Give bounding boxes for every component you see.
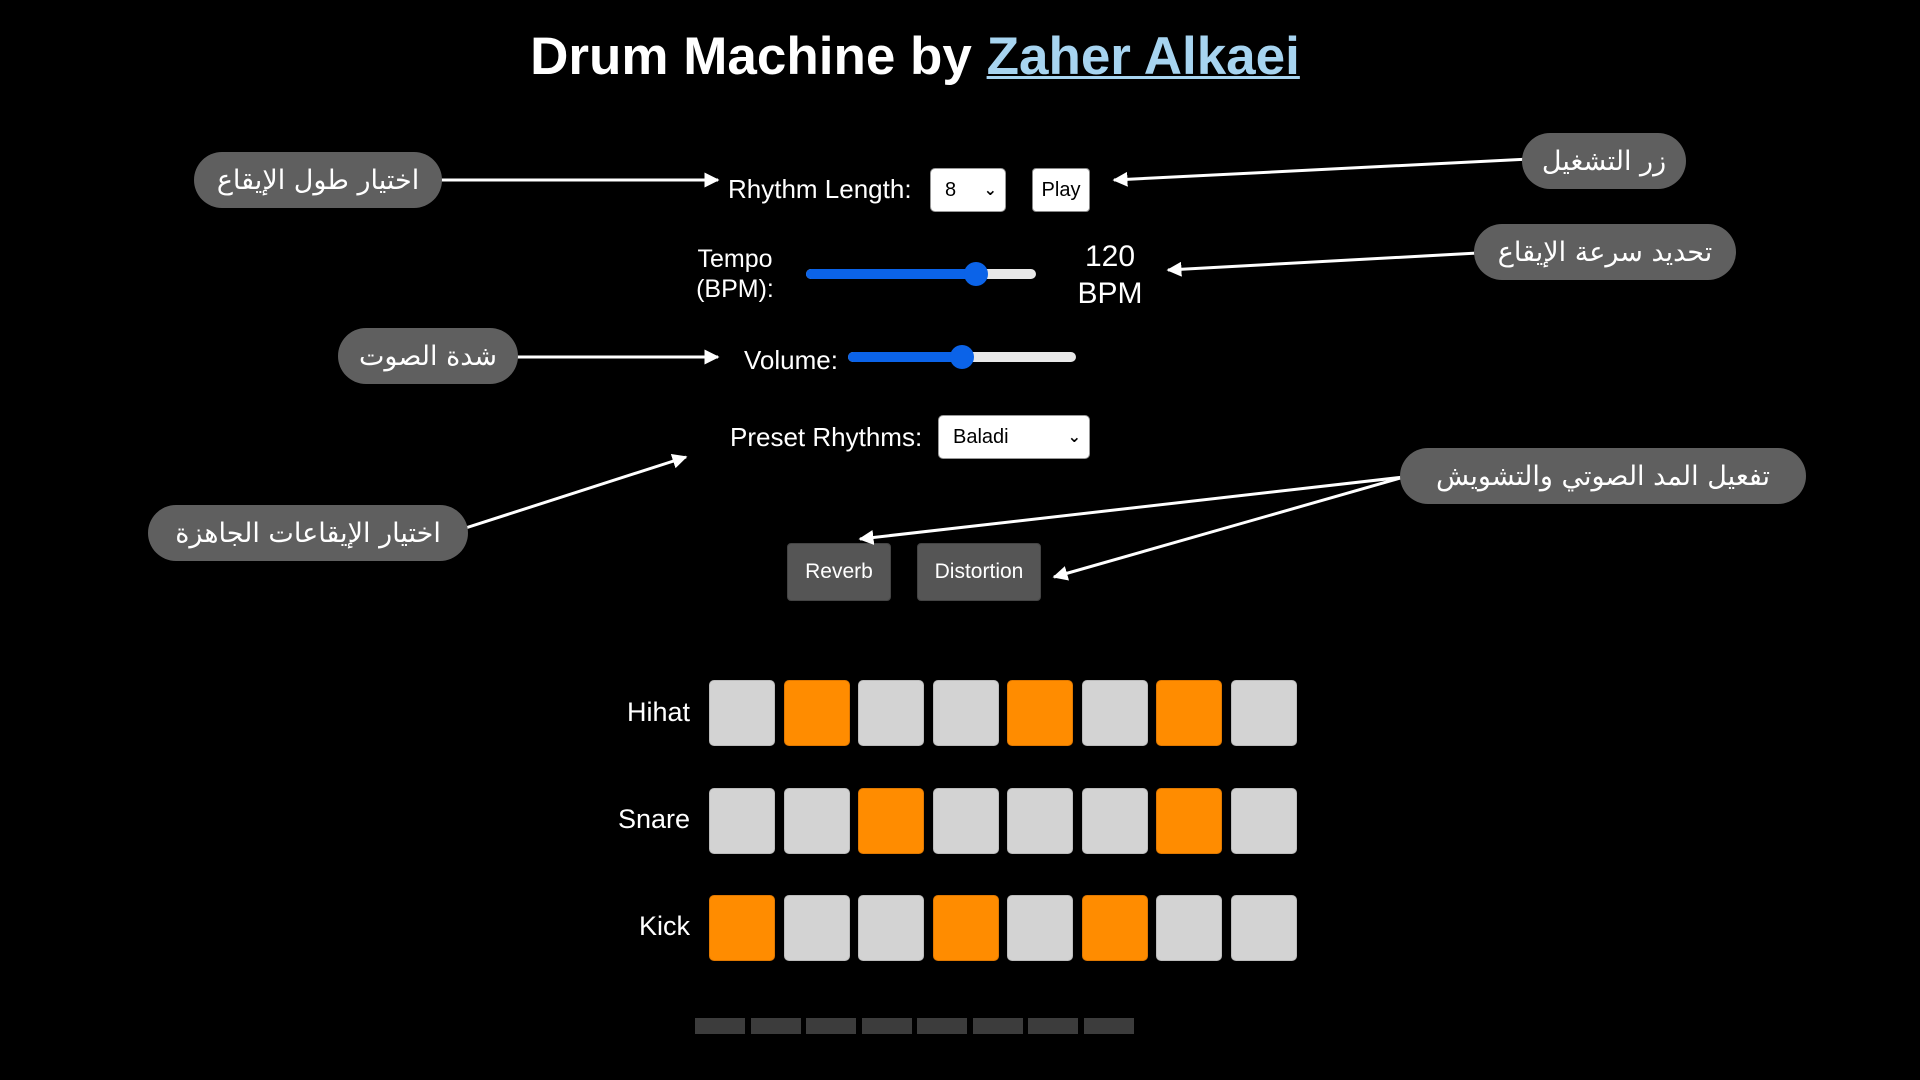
title-text: Drum Machine by (530, 27, 987, 86)
rhythm-length-select[interactable]: 8 ⌄ (930, 168, 1006, 212)
step-pad-hihat-5[interactable] (1007, 680, 1073, 746)
tempo-value: 120 BPM (1070, 238, 1150, 312)
step-indicator (806, 1018, 856, 1034)
arrow-play (1112, 157, 1531, 187)
track-label-hihat: Hihat (626, 697, 690, 727)
step-pad-kick-6[interactable] (1082, 895, 1148, 961)
step-pad-kick-8[interactable] (1231, 895, 1297, 961)
step-indicator (1084, 1018, 1134, 1034)
track-label-kick: Kick (638, 911, 690, 941)
preset-rhythms-value: Baladi (953, 425, 1009, 448)
step-pad-snare-4[interactable] (933, 788, 999, 854)
step-pad-hihat-2[interactable] (784, 680, 850, 746)
annotation-volume: شدة الصوت (338, 328, 518, 384)
tempo-label: Tempo (BPM): (690, 244, 780, 304)
step-pad-hihat-1[interactable] (709, 680, 775, 746)
step-pad-hihat-7[interactable] (1156, 680, 1222, 746)
play-button[interactable]: Play (1032, 168, 1090, 212)
page-title: Drum Machine by Zaher Alkaei (0, 26, 1830, 87)
step-pad-snare-3[interactable] (858, 788, 924, 854)
step-pad-kick-4[interactable] (933, 895, 999, 961)
volume-slider-fill (848, 352, 962, 362)
volume-slider[interactable] (848, 342, 1076, 372)
preset-rhythms-label: Preset Rhythms: (730, 422, 923, 452)
reverb-button[interactable]: Reverb (787, 543, 891, 601)
step-pad-snare-8[interactable] (1231, 788, 1297, 854)
step-pad-kick-1[interactable] (709, 895, 775, 961)
annotation-tempo: تحديد سرعة الإيقاع (1474, 224, 1736, 280)
chevron-down-icon: ⌄ (983, 182, 997, 199)
step-indicator (862, 1018, 912, 1034)
step-indicator (695, 1018, 745, 1034)
step-indicator (917, 1018, 967, 1034)
step-pad-snare-7[interactable] (1156, 788, 1222, 854)
track-label-snare: Snare (617, 804, 690, 834)
tempo-slider[interactable] (806, 259, 1036, 289)
annotation-presets: اختيار الإيقاعات الجاهزة (148, 505, 468, 561)
step-pad-hihat-4[interactable] (933, 680, 999, 746)
step-pad-snare-6[interactable] (1082, 788, 1148, 854)
annotation-play: زر التشغيل (1522, 133, 1686, 189)
author-link[interactable]: Zaher Alkaei (986, 27, 1300, 86)
step-pad-snare-2[interactable] (784, 788, 850, 854)
step-pad-snare-1[interactable] (709, 788, 775, 854)
rhythm-length-label: Rhythm Length: (728, 174, 912, 204)
step-pad-hihat-8[interactable] (1231, 680, 1297, 746)
volume-label: Volume: (744, 345, 838, 375)
step-pad-hihat-6[interactable] (1082, 680, 1148, 746)
step-indicator (751, 1018, 801, 1034)
step-indicator (1028, 1018, 1078, 1034)
annotation-effects: تفعيل المد الصوتي والتشويش (1400, 448, 1806, 504)
step-pad-kick-7[interactable] (1156, 895, 1222, 961)
step-pad-snare-5[interactable] (1007, 788, 1073, 854)
preset-rhythms-select[interactable]: Baladi ⌄ (938, 415, 1090, 459)
step-pad-kick-2[interactable] (784, 895, 850, 961)
arrow-tempo (1166, 251, 1479, 277)
arrow-reverb (858, 475, 1405, 545)
step-pad-hihat-3[interactable] (858, 680, 924, 746)
tempo-value-unit: BPM (1077, 277, 1143, 310)
tempo-value-number: 120 (1084, 240, 1136, 273)
distortion-button[interactable]: Distortion (917, 543, 1041, 601)
arrow-presets (449, 453, 688, 535)
step-indicator (973, 1018, 1023, 1034)
arrow-distortion (1052, 475, 1405, 581)
tempo-slider-thumb[interactable] (964, 262, 989, 286)
volume-slider-thumb[interactable] (950, 345, 974, 369)
step-pad-kick-3[interactable] (858, 895, 924, 961)
step-pad-kick-5[interactable] (1007, 895, 1073, 961)
tempo-slider-fill (806, 269, 977, 279)
annotation-rhythm-length: اختيار طول الإيقاع (194, 152, 442, 208)
tempo-label-line1: Tempo (697, 245, 773, 273)
rhythm-length-value: 8 (945, 178, 957, 201)
chevron-down-icon: ⌄ (1067, 429, 1081, 446)
tempo-label-line2: (BPM): (696, 275, 774, 303)
